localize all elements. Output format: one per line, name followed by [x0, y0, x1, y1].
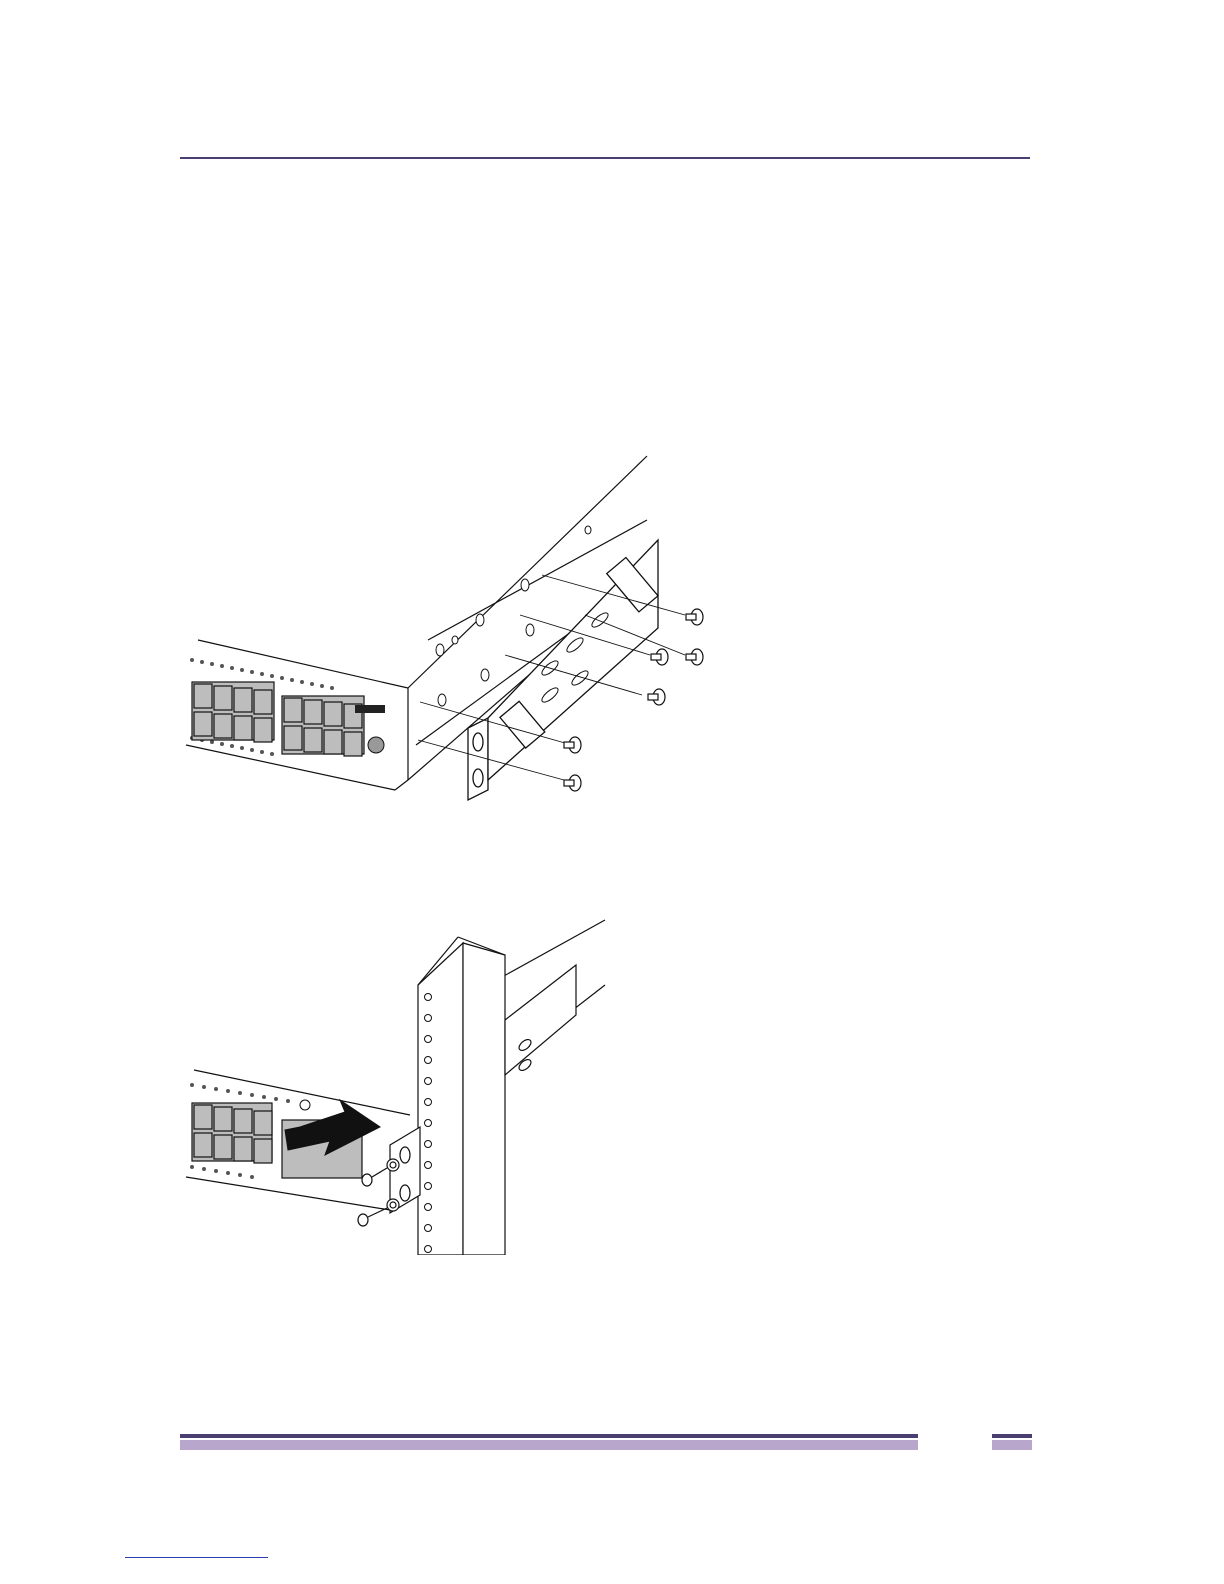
bracket-attach-illustration: [180, 450, 740, 810]
header-rule: [180, 157, 1030, 159]
rack-mount-illustration: [180, 915, 620, 1255]
footer-bar-right: [992, 1434, 1032, 1450]
link-underline: [125, 1557, 268, 1558]
footer-bar-left: [180, 1434, 918, 1450]
